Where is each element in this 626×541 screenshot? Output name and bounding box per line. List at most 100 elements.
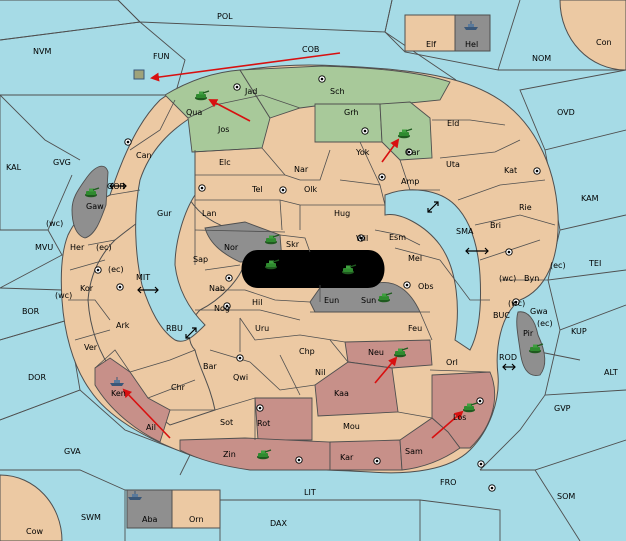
- supply-center-icon: [279, 186, 287, 194]
- supply-center-icon: [318, 75, 326, 83]
- land-label-chp: Chp: [299, 347, 315, 356]
- double-arrow-icon: [109, 182, 127, 190]
- sea-label-lit: LIT: [304, 488, 316, 497]
- land-label-wc-4: (wc): [508, 299, 525, 308]
- double-arrow-icon: [502, 363, 516, 371]
- land-label-bri: Bri: [490, 221, 501, 230]
- land-label-can: Can: [136, 151, 152, 160]
- land-label-lan: Lan: [202, 209, 216, 218]
- sea-label-fun: FUN: [153, 52, 169, 61]
- supply-center-icon: [477, 460, 485, 468]
- land-labels: Elf Hel Jad Sch Qua Jos Grh Eld Can Yok …: [46, 40, 566, 524]
- supply-center-icon: [373, 457, 381, 465]
- supply-center-icon: [378, 173, 386, 181]
- supply-center-icon: [256, 404, 264, 412]
- land-label-ec-4: (ec): [537, 319, 553, 328]
- supply-center-icon: [225, 274, 233, 282]
- land-label-eun: Eun: [324, 296, 339, 305]
- sea-label-swm: SWM: [81, 513, 101, 522]
- land-label-gaw: Gaw: [86, 202, 104, 211]
- sea-label-sma: SMA: [456, 227, 474, 236]
- land-label-rot: Rot: [257, 419, 270, 428]
- land-label-ec-1: (ec): [96, 243, 112, 252]
- land-label-nog: Nog: [214, 304, 230, 313]
- land-label-kar: Kar: [340, 453, 354, 462]
- land-label-sun: Sun: [361, 296, 376, 305]
- land-label-kat: Kat: [504, 166, 517, 175]
- sea-label-kup: KUP: [571, 327, 587, 336]
- supply-center-icon: [505, 248, 513, 256]
- province-borders: [68, 94, 556, 440]
- sea-label-dor: DOR: [28, 373, 46, 382]
- land-label-sot: Sot: [220, 418, 233, 427]
- land-label-los: Los: [453, 413, 466, 422]
- land-label-wc-3: (wc): [55, 291, 72, 300]
- land-label-elc: Elc: [219, 158, 231, 167]
- units: [84, 20, 544, 501]
- sea-label-alt: ALT: [604, 368, 618, 377]
- land-label-car: Car: [406, 148, 420, 157]
- sea-label-bor: BOR: [22, 307, 40, 316]
- land-label-kaa: Kaa: [334, 389, 349, 398]
- supply-center-icon: [488, 484, 496, 492]
- land-label-nor: Nor: [224, 243, 239, 252]
- land-label-elf: Elf: [426, 40, 436, 49]
- land-label-grh: Grh: [344, 108, 358, 117]
- land-label-ver: Ver: [84, 343, 98, 352]
- sea-label-nom: NOM: [532, 54, 551, 63]
- land-label-esm: Esm: [389, 233, 406, 242]
- land-label-her: Her: [70, 243, 85, 252]
- land-label-gwa: Gwa: [530, 307, 548, 316]
- land-label-gur: Gur: [157, 209, 172, 218]
- sea-label-gvg: GVG: [53, 158, 71, 167]
- sea-label-gor: GOR: [107, 182, 125, 191]
- supply-center-icon: [116, 283, 124, 291]
- double-arrow-icon: [427, 201, 439, 213]
- land-label-qua: Qua: [186, 108, 202, 117]
- land-label-nar: Nar: [294, 165, 309, 174]
- supply-center-icon: [476, 397, 484, 405]
- land-label-yok: Yok: [355, 148, 370, 157]
- land-label-jad: Jad: [244, 87, 257, 96]
- land-label-skr: Skr: [286, 240, 300, 249]
- land-label-jos: Jos: [217, 125, 229, 134]
- central-strait: [241, 250, 385, 288]
- land-label-ost: Ost: [316, 257, 330, 266]
- land-label-amp: Amp: [401, 177, 419, 186]
- land-label-ec-2: (ec): [550, 261, 566, 270]
- sea-label-tei: TEI: [588, 259, 601, 268]
- sea-label-dax: DAX: [270, 519, 287, 528]
- land-label-nab: Nab: [209, 284, 225, 293]
- land-label-eld: Eld: [447, 119, 459, 128]
- land-label-sch: Sch: [330, 87, 345, 96]
- double-arrow-icon: [465, 247, 489, 255]
- sea-label-fro: FRO: [440, 478, 456, 487]
- land-label-sam: Sam: [405, 447, 423, 456]
- land-label-hel: Hel: [465, 40, 478, 49]
- land-label-wil: Wil: [356, 234, 368, 243]
- sea-label-rbu: RBU: [166, 324, 183, 333]
- land-label-byn: Byn: [524, 274, 539, 283]
- supply-center-icon: [198, 184, 206, 192]
- land-label-orl: Orl: [446, 358, 458, 367]
- land-label-orn: Orn: [189, 515, 204, 524]
- supply-center-icon: [295, 456, 303, 464]
- land-label-qwi: Qwi: [233, 373, 248, 382]
- land-label-nil: Nil: [315, 368, 325, 377]
- land-label-mou: Mou: [343, 422, 360, 431]
- land-label-zin: Zin: [223, 450, 236, 459]
- double-arrow-icon: [185, 327, 197, 339]
- land-label-web: Web: [286, 273, 303, 282]
- land-label-mel: Mel: [408, 254, 422, 263]
- supply-center-icon: [236, 354, 244, 362]
- supply-center-icon: [94, 266, 102, 274]
- sea-label-gva: GVA: [64, 447, 81, 456]
- sea-label-cow: Cow: [26, 527, 43, 536]
- ship-icon: [133, 69, 145, 80]
- land-label-ail: Ail: [146, 423, 156, 432]
- land-label-tel: Tel: [251, 185, 263, 194]
- sea-label-nvm: NVM: [33, 47, 51, 56]
- sea-label-kal: KAL: [6, 163, 22, 172]
